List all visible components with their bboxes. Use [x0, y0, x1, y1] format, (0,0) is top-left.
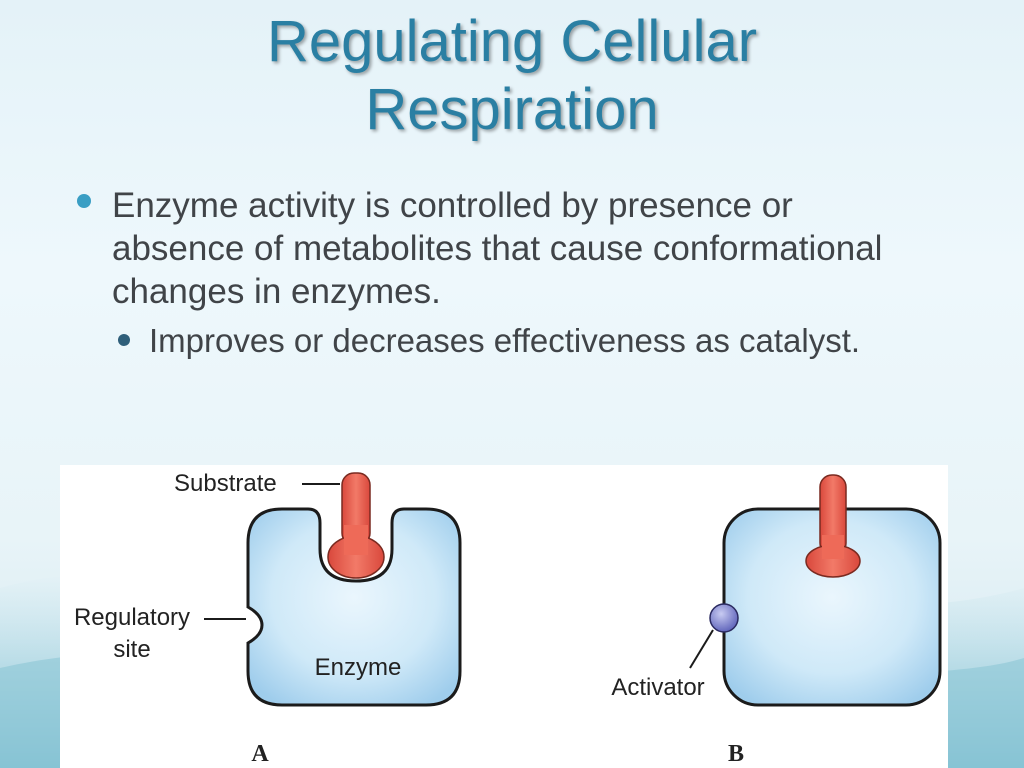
activator-pointer: [689, 629, 714, 669]
slide-title-line2: Respiration: [365, 77, 659, 142]
label-activator: Activator: [611, 674, 704, 701]
enzyme-diagram: Substrate Regulatory site Enzyme A Activ…: [60, 465, 948, 768]
label-regulatory-line2: site: [113, 636, 150, 663]
bullet-dot-level1: [77, 194, 91, 208]
bullet-dot-level2: [118, 334, 130, 346]
enzyme-a: [246, 507, 462, 707]
activator-molecule: [709, 603, 739, 633]
slide-title: Regulating Cellular Respiration: [0, 8, 1024, 144]
bullet-text-level1: Enzyme activity is controlled by presenc…: [112, 186, 883, 311]
slide-title-line1: Regulating Cellular: [266, 9, 758, 74]
panel-label-a: A: [251, 741, 269, 767]
panel-label-b: B: [728, 741, 744, 767]
label-enzyme: Enzyme: [315, 654, 402, 681]
bullet-text-level2: Improves or decreases effectiveness as c…: [149, 322, 861, 359]
substrate-a: [327, 472, 385, 579]
label-substrate: Substrate: [174, 470, 277, 497]
label-regulatory-line1: Regulatory: [74, 604, 190, 631]
substrate-b: [805, 474, 861, 578]
